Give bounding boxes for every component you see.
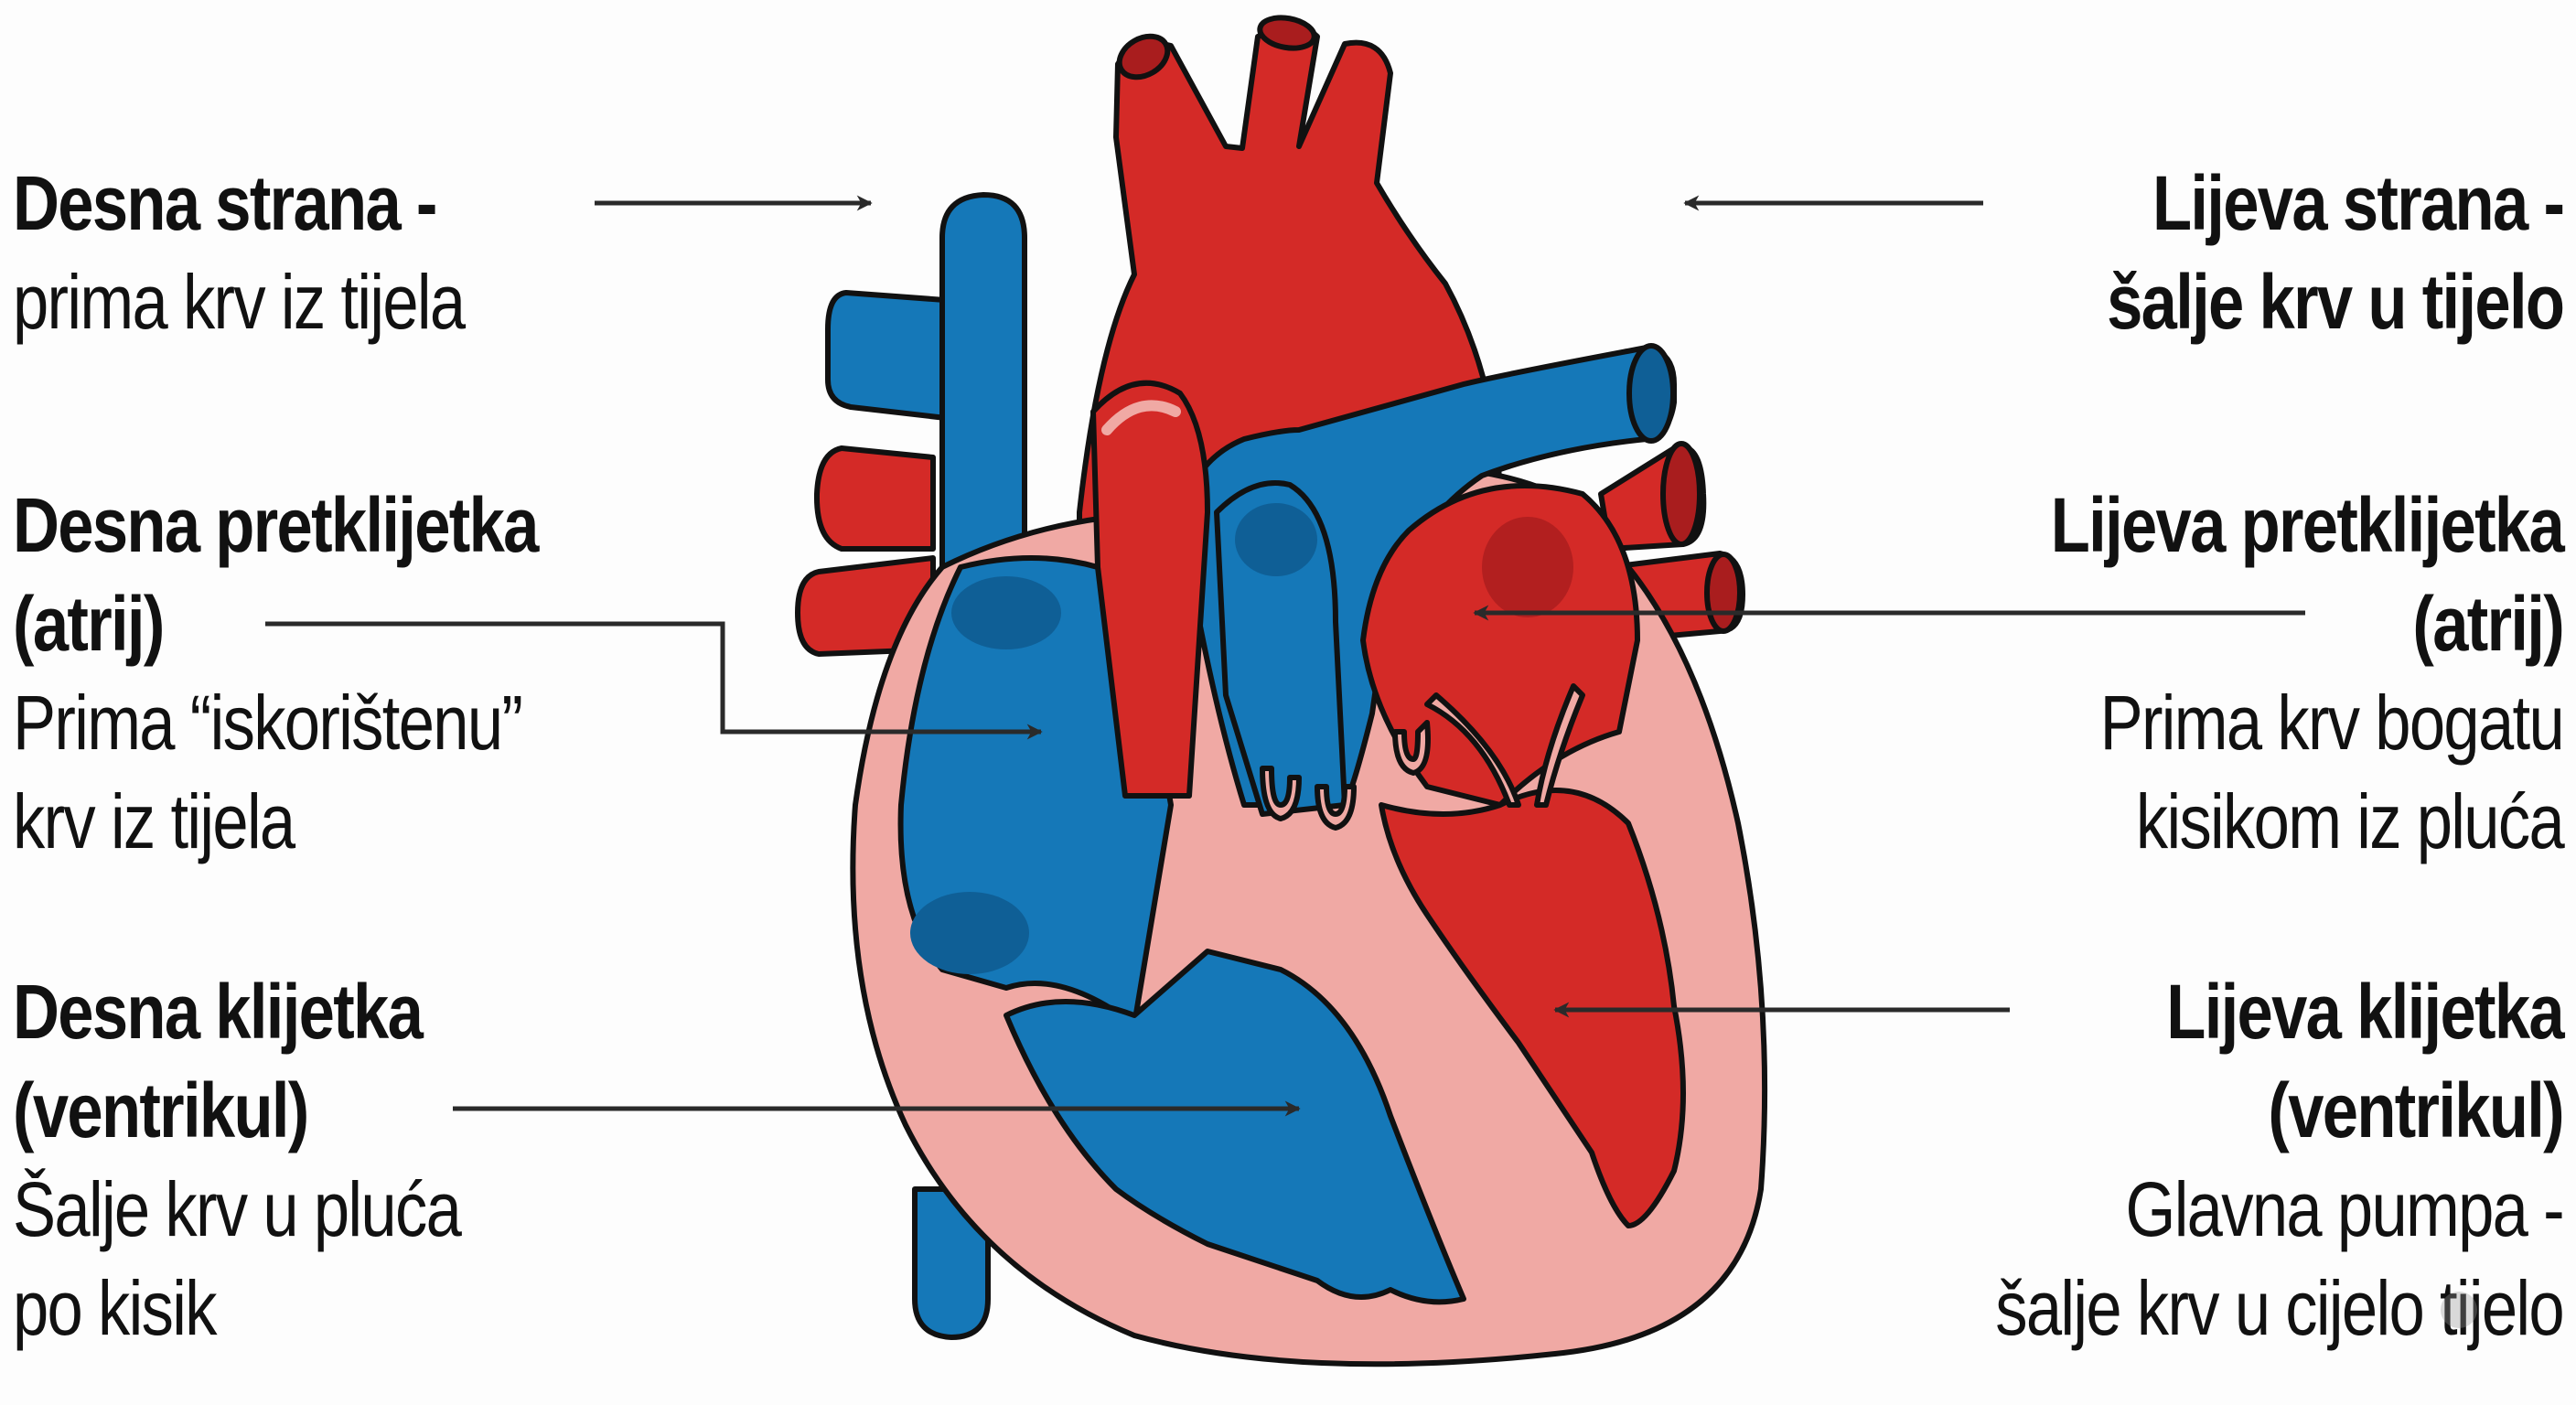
label-right-atrium-desc-1: Prima “iskorištenu” bbox=[13, 680, 523, 766]
label-right-atrium: Desna pretklijetka (atrij) Prima “iskori… bbox=[13, 476, 638, 871]
label-right-atrium-desc-2: krv iz tijela bbox=[13, 778, 295, 864]
label-left-side: Lijeva strana - šalje krv u tijelo bbox=[2020, 154, 2565, 351]
label-left-ventricle-title: Lijeva klijetka bbox=[2166, 969, 2564, 1055]
pulmonary-artery-branch bbox=[825, 290, 972, 424]
label-left-atrium-desc-1: Prima krv bogatu bbox=[2099, 680, 2565, 766]
label-right-side-title: Desna strana - bbox=[13, 160, 437, 246]
label-left-ventricle-subtitle: (ventrikul) bbox=[2268, 1067, 2564, 1153]
label-right-ventricle-desc-2: po kisik bbox=[13, 1265, 218, 1351]
label-right-side: Desna strana - prima krv iz tijela bbox=[13, 154, 550, 351]
label-left-ventricle-desc-1: Glavna pumpa - bbox=[2125, 1166, 2565, 1252]
label-left-side-title: Lijeva strana - bbox=[2152, 160, 2565, 246]
label-left-atrium-title: Lijeva pretklijetka bbox=[2050, 482, 2565, 568]
right-ventricle bbox=[1004, 949, 1466, 1305]
label-left-atrium-subtitle: (atrij) bbox=[2412, 581, 2564, 667]
ascending-aorta bbox=[1090, 380, 1210, 799]
label-left-side-title-line2: šalje krv u tijelo bbox=[2106, 259, 2565, 345]
watermark-icon bbox=[2441, 1292, 2477, 1328]
left-ventricle bbox=[1379, 788, 1686, 1228]
label-right-ventricle-subtitle: (ventrikul) bbox=[13, 1067, 309, 1153]
label-right-side-desc: prima krv iz tijela bbox=[13, 259, 466, 345]
label-right-ventricle-desc-1: Šalje krv u pluća bbox=[13, 1166, 462, 1252]
label-right-ventricle-title: Desna klijetka bbox=[13, 969, 424, 1055]
label-left-atrium-desc-2: kisikom iz pluća bbox=[2135, 778, 2565, 864]
valves bbox=[1260, 683, 1585, 831]
label-right-atrium-subtitle: (atrij) bbox=[13, 581, 165, 667]
label-left-ventricle-desc-2: šalje krv u cijelo tijelo bbox=[1995, 1265, 2564, 1351]
pointer-arrows bbox=[265, 195, 2305, 1117]
label-right-ventricle: Desna klijetka (ventrikul) Šalje krv u p… bbox=[13, 962, 545, 1357]
label-right-atrium-title: Desna pretklijetka bbox=[13, 482, 539, 568]
label-left-ventricle: Lijeva klijetka (ventrikul) Glavna pumpa… bbox=[1887, 962, 2565, 1357]
arrow-right-atrium bbox=[265, 621, 1043, 740]
label-left-atrium: Lijeva pretklijetka (atrij) Prima krv bo… bbox=[1953, 476, 2565, 871]
